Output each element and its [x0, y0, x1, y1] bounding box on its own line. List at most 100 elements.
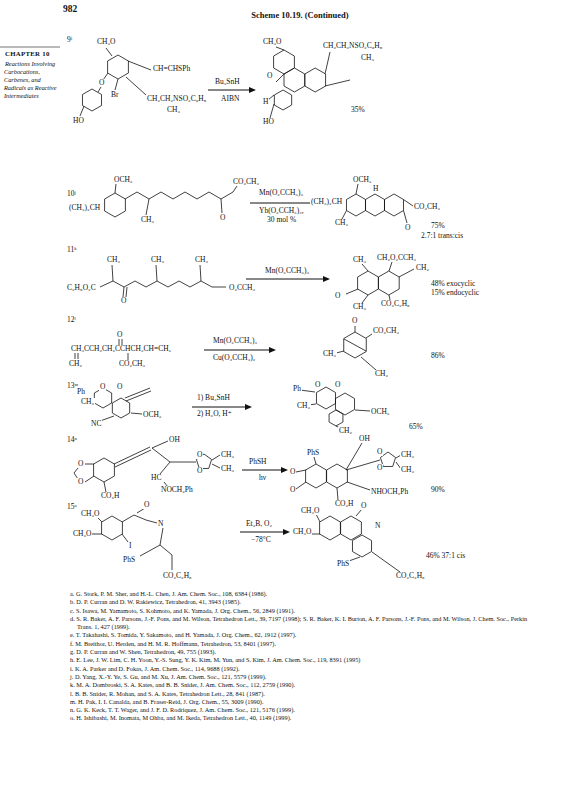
atom-label: HO [72, 117, 85, 125]
atom-label: O [289, 486, 296, 494]
atom-label-text: CH₃ [166, 106, 181, 114]
atom-label-text: 30 mol % [266, 216, 297, 224]
reference: k. M. A. Dombroski, S. A. Kates, and B. … [70, 681, 544, 689]
chemical-bond [336, 351, 344, 353]
atom-label-text: CH₂CH₂NSO₂C₆H₅ [322, 42, 383, 50]
atom-label-text: −78°C [250, 536, 272, 544]
atom-label-text: O₂CCH₃ [228, 284, 256, 292]
atom-label-text: 86% [430, 352, 446, 360]
chemical-bond [98, 87, 101, 92]
atom-label-text: CH₃ [150, 256, 165, 264]
atom-label: CH₂CH₂NSO₂C₆H₅ [146, 95, 207, 103]
atom-label: O [77, 460, 84, 468]
atom-label: CH₃ [352, 256, 367, 264]
atom-label-text: CH₂CH₂NSO₂C₆H₅ [146, 95, 207, 103]
atom-label-text: I [128, 542, 133, 550]
atom-label: O [351, 317, 358, 325]
atom-label: 30 mol % [266, 216, 297, 224]
atom-label: CO₂CH₃ [232, 178, 260, 186]
chemical-bond [115, 184, 116, 193]
ring-bond [306, 464, 327, 488]
chemical-bond [276, 47, 284, 50]
atom-label-text: Cu(O₂CCH₃)₂ [212, 354, 256, 362]
atom-label: (CH₃)₂CH [68, 204, 101, 212]
chemical-bond [361, 357, 376, 370]
atom-label: CH₂CH₂NSO₂C₆H₅ [322, 42, 383, 50]
atom-label: −78°C [250, 536, 272, 544]
atom-label: Yb(O₂CCH₃)₃, [258, 207, 305, 215]
atom-label: CH₃O [292, 528, 312, 536]
chemical-bond [356, 509, 362, 516]
ring-bond [316, 387, 335, 409]
atom-label-text: 75% [430, 222, 446, 230]
atom-label: CH₃ [106, 256, 121, 264]
atom-label-text: CO₂C₂H₅ [380, 300, 411, 308]
atom-label: CH₃ [220, 465, 235, 473]
ring-bond [329, 410, 343, 426]
atom-label-text: OCH₃ [352, 176, 372, 184]
reaction-arrow [204, 350, 271, 351]
atom-label-text: CH₃O [262, 38, 282, 46]
atom-label: 75% [430, 222, 446, 230]
atom-label: 35% [350, 106, 366, 114]
atom-label: hν [258, 474, 267, 482]
atom-label: OH [168, 436, 181, 444]
atom-label-text: CO₂C₂H₅ [395, 572, 426, 580]
chemical-bond [160, 545, 172, 570]
ring-bond [327, 464, 348, 488]
chemical-bond [314, 457, 316, 464]
atom-label: CH₂ [68, 360, 83, 368]
margin-rule [0, 47, 60, 48]
arrow-head [245, 404, 252, 410]
chemical-bond [276, 74, 284, 82]
chemical-bond [404, 200, 414, 207]
atom-label: CH₃O [80, 510, 100, 518]
reaction-arrow [240, 532, 285, 533]
scheme-title: Scheme 10.19. (Continued) [251, 10, 348, 20]
atom-label-text: O [116, 331, 123, 339]
atom-label-text: O [77, 478, 84, 486]
atom-label-text: CH₃O [292, 528, 312, 536]
atom-label-text: (CH₃)₂CH [68, 204, 101, 212]
atom-label-text: Mn(O₂CCH₃)₃ [212, 337, 258, 345]
atom-label: O [314, 381, 321, 389]
atom-label-text: NHOCH₂Ph [370, 488, 409, 496]
atom-label-text: HC [150, 474, 162, 482]
atom-label: O [266, 72, 273, 80]
chapter-label-text: CHAPTER 10 [4, 50, 51, 58]
entry-number: 15ᵒ [66, 503, 78, 511]
atom-label: CO₂H [334, 500, 354, 508]
atom-label: CH₃ [166, 106, 181, 114]
chemical-bond [140, 528, 163, 556]
entry-number: 14ⁿ [66, 436, 78, 444]
chemical-bond [160, 462, 170, 474]
atom-label-text: O [143, 501, 150, 509]
atom-label-text: CH₃CCH₂CH₂CCHCH₂CH=CH₂ [70, 345, 172, 353]
atom-label: Cu(O₂CCH₃)₂ [212, 354, 256, 362]
atom-label: PhS [306, 449, 320, 457]
reference: h. E. Lee, J. W. Lim, C. H. Yoon, Y.-S. … [70, 656, 544, 664]
chemical-bond [344, 339, 366, 351]
arrow-head [323, 276, 330, 282]
atom-label-text: CH₃ [360, 54, 375, 62]
chemical-bond [123, 287, 124, 297]
atom-label-text: CH₃ [400, 466, 415, 474]
atom-label-text: O [98, 79, 105, 87]
atom-label-text: CO₂CH₃ [372, 327, 400, 335]
chemical-bond [156, 265, 157, 281]
atom-label: 48% exocyclic [430, 280, 476, 288]
reaction-arrow [246, 279, 325, 280]
chapter-title-text: Reactions Involving Carbocations, Carben… [4, 60, 56, 99]
atom-label-text: O [314, 381, 321, 389]
atom-label-text: O [219, 214, 226, 222]
chemical-bond [115, 79, 118, 90]
chemical-bond [152, 448, 196, 462]
atom-label: N [374, 522, 381, 530]
atom-label-text: 1) Bu₃SnH [196, 394, 231, 402]
chemical-bond [372, 552, 400, 572]
atom-label: CO₂C₂H₅ [380, 300, 411, 308]
atom-label-text: CH₃ [220, 451, 235, 459]
atom-label: CH₃ [296, 402, 311, 410]
atom-label-text: OH [358, 435, 371, 443]
atom-label-text: O [289, 468, 296, 476]
